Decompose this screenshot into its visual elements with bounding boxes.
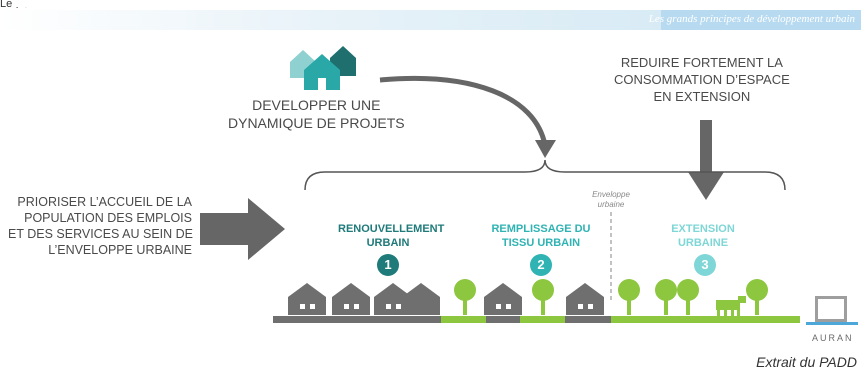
phase-2-line: TISSU URBAIN (501, 237, 581, 249)
tree-icon (618, 279, 640, 315)
house-icon (288, 283, 326, 315)
left-line: POPULATION DES EMPLOIS (24, 211, 192, 225)
down-arrow-shaft (700, 120, 712, 175)
top-right-line: REDUIRE FORTEMENT LA (620, 55, 783, 70)
ground-gray-3 (565, 316, 611, 323)
left-line: PRIORISER L’ACCUEIL DE LA (17, 195, 192, 209)
left-line: ET DES SERVICES AU SEIN DE (8, 227, 194, 241)
house-icon (484, 283, 522, 315)
top-right-line: EN EXTENSION (653, 89, 751, 104)
left-text: PRIORISER L’ACCUEIL DE LA POPULATION DES… (8, 194, 194, 258)
phase-1-number: 1 (377, 254, 399, 276)
brace (304, 159, 786, 191)
auran-logo-box (815, 296, 847, 322)
phase-1-line: URBAIN (366, 237, 410, 249)
auran-logo-line (806, 322, 858, 325)
house-icon (402, 283, 440, 315)
left-big-arrow (200, 198, 285, 260)
envelope-label: Enveloppe urbaine (591, 190, 631, 210)
banner: Les grands principes de développement ur… (0, 10, 861, 30)
phase-2-label: REMPLISSAGE DU TISSU URBAIN (486, 222, 596, 250)
tree-icon (746, 279, 768, 315)
auran-logo-text: AURAN (812, 333, 854, 343)
envelope-label-line: Enveloppe (592, 190, 630, 199)
tree-icon (677, 279, 699, 315)
ground-green-1 (441, 316, 486, 323)
house-icon (332, 283, 370, 315)
top-center-line: DYNAMIQUE DE PROJETS (228, 115, 405, 131)
top-cut-text: Le projet (0, 0, 28, 8)
ground-green-3 (611, 316, 800, 323)
envelope-label-line: urbaine (597, 200, 625, 209)
house-icon (566, 283, 604, 315)
phase-2-line: REMPLISSAGE DU (491, 223, 591, 235)
curved-arrow-head (535, 140, 556, 158)
houses-icon (290, 46, 356, 90)
ground-gray-2 (486, 316, 520, 323)
curved-arrow (379, 75, 548, 146)
phase-3-number: 3 (694, 254, 716, 276)
tree-icon (655, 279, 677, 315)
left-line: L’ENVELOPPE URBAINE (48, 243, 192, 257)
phase-3-line: EXTENSION (671, 223, 735, 235)
phase-2-number: 2 (530, 254, 552, 276)
tree-icon (454, 279, 476, 315)
banner-title: Les grands principes de développement ur… (648, 13, 855, 25)
cow-icon (716, 296, 746, 316)
banner-strip (661, 10, 861, 30)
top-right-line: CONSOMMATION D’ESPACE (614, 72, 790, 87)
top-right-text: REDUIRE FORTEMENT LA CONSOMMATION D’ESPA… (614, 54, 790, 105)
phase-3-line: URBAINE (677, 237, 729, 249)
ground-gray-1 (273, 316, 441, 323)
top-center-text: DEVELOPPER UNE DYNAMIQUE DE PROJETS (228, 96, 405, 132)
phase-3-label: EXTENSION URBAINE (658, 222, 748, 250)
phase-1-line: RENOUVELLEMENT (338, 223, 445, 235)
top-center-line: DEVELOPPER UNE (252, 97, 381, 113)
tree-icon (532, 279, 554, 315)
footer-caption: Extrait du PADD (756, 354, 857, 370)
down-arrow-head (688, 172, 724, 200)
ground-green-2 (520, 316, 565, 323)
phase-1-label: RENOUVELLEMENT URBAIN (338, 222, 445, 250)
